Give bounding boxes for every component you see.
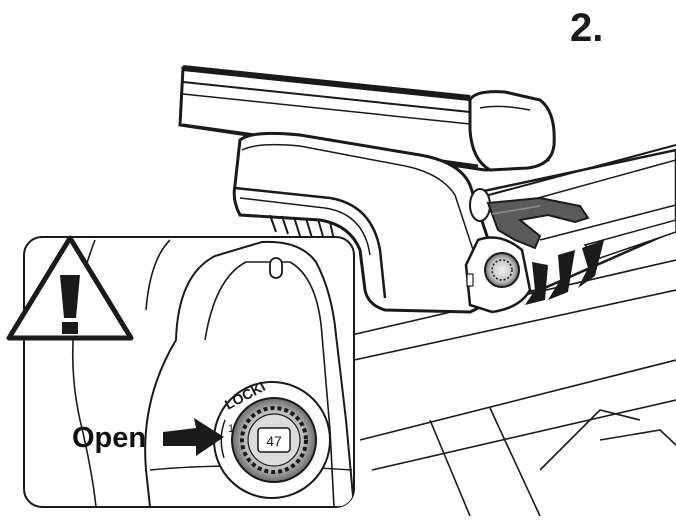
warning-icon	[6, 235, 134, 341]
lock-housing	[464, 236, 532, 314]
roof-outline	[329, 259, 676, 517]
rack-foot	[232, 131, 498, 314]
position-mark-label: 1	[228, 423, 234, 435]
lock-lever	[486, 196, 590, 250]
rotation-arrow-icon	[525, 240, 604, 305]
open-label: Open	[72, 422, 147, 454]
open-arrow-icon	[163, 418, 224, 456]
step-number: 2.	[570, 6, 604, 50]
key-code-label: 47	[266, 433, 282, 449]
detail-inset: LOCKI 47 1	[6, 235, 355, 508]
